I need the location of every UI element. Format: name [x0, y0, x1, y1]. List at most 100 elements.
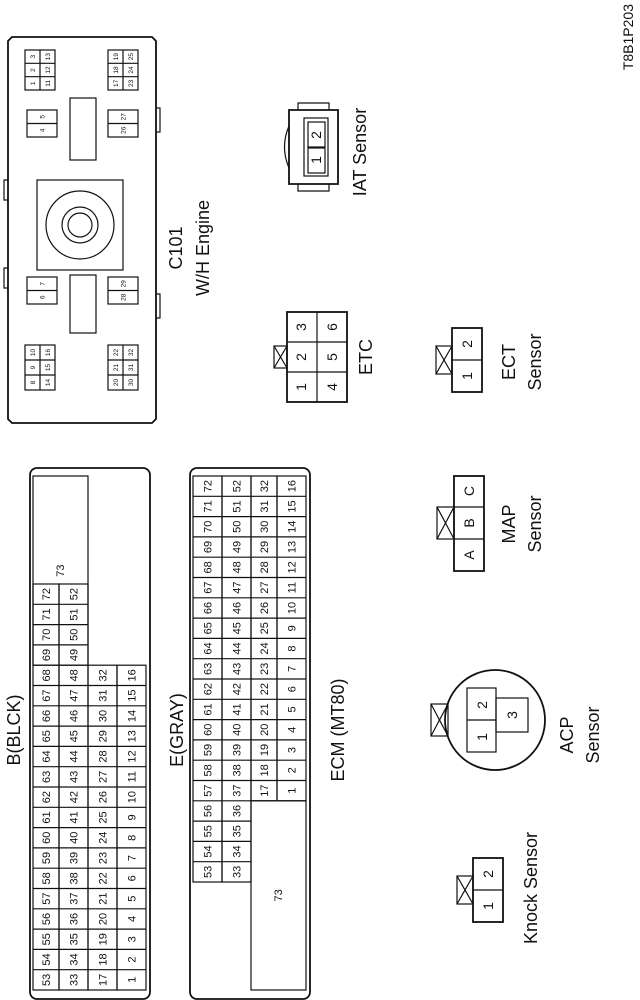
ecm-e-housing: [189, 467, 311, 1000]
ecm-b-pin-23: 23: [98, 852, 110, 864]
ecm-b-pin-42: 42: [69, 791, 81, 803]
ecm-e-pin-25: 25: [259, 622, 271, 634]
ecm-e-pin-49: 49: [232, 541, 244, 553]
c101-pin-15: 15: [45, 364, 52, 372]
ecm-b-pin-63: 63: [41, 771, 53, 783]
ecm-b-pin-44: 44: [69, 750, 81, 762]
map-pin-a: A: [461, 550, 477, 560]
map-pin-c: C: [461, 486, 477, 496]
acp-pin-3: 3: [504, 711, 520, 719]
ecm-e-pin-2: 2: [287, 767, 299, 773]
ecm-b-pin-30: 30: [98, 710, 110, 722]
ecm-b-pin-3: 3: [127, 936, 139, 942]
ecm-e-pin-36: 36: [232, 805, 244, 817]
ecm-e-pin-48: 48: [232, 561, 244, 573]
ecm-b-pin-58: 58: [41, 872, 53, 884]
ecm-e-pin-33: 33: [232, 866, 244, 878]
ecm-b-pin-38: 38: [69, 872, 81, 884]
ecm-b-pin-5: 5: [127, 896, 139, 902]
ecm-b-pin-41: 41: [69, 811, 81, 823]
ect-sensor-connector: 1 2 ECT Sensor: [435, 327, 545, 393]
ecm-b-housing: [29, 467, 151, 1000]
knock-sensor-connector: 1 2 Knock Sensor: [456, 832, 541, 944]
iat-label: IAT Sensor: [350, 108, 370, 196]
ecm-e-pin-35: 35: [232, 825, 244, 837]
ecm-b-pin-66: 66: [41, 710, 53, 722]
ecm-e-pin-54: 54: [203, 845, 215, 857]
ecm-e-pin-64: 64: [203, 642, 215, 654]
c101-pin-24: 24: [128, 66, 135, 74]
ecm-b-pin-4: 4: [127, 916, 139, 922]
c101-pin-1: 1: [30, 81, 37, 85]
ecm-b-pins: 1234567891011121314151617181920212223242…: [32, 475, 147, 991]
ecm-b-pin-16: 16: [127, 669, 139, 681]
ecm-b-pin-72: 72: [41, 588, 53, 600]
ecm-b-pin-6: 6: [127, 875, 139, 881]
knock-pin-2: 2: [480, 870, 496, 878]
ecm-e-pin-3: 3: [287, 747, 299, 753]
knock-pin-1: 1: [480, 902, 496, 910]
ecm-e-pin-52: 52: [232, 480, 244, 492]
acp-pin-2: 2: [474, 701, 490, 709]
c101-pin-25: 25: [128, 53, 135, 61]
ecm-e-pin-14: 14: [287, 521, 299, 533]
ecm-e-pin-43: 43: [232, 663, 244, 675]
ecm-e-pin-38: 38: [232, 764, 244, 776]
ecm-b-pin-64: 64: [41, 750, 53, 762]
acp-pin-1: 1: [474, 733, 490, 741]
ecm-e-pin-17: 17: [259, 785, 271, 797]
ecm-b-pin-55: 55: [41, 933, 53, 945]
ecm-e-pin-28: 28: [259, 561, 271, 573]
ecm-b-pin-13: 13: [127, 730, 139, 742]
ecm-b-pin-51: 51: [69, 608, 81, 620]
ecm-e-pin-55: 55: [203, 825, 215, 837]
c101-housing: [7, 36, 157, 424]
etc-pin-4: 4: [324, 383, 340, 391]
ecm-e-pin-71: 71: [203, 500, 215, 512]
ecm-b-pin-1: 1: [127, 977, 139, 983]
ecm-e-pin-7: 7: [287, 666, 299, 672]
c101-pin-14: 14: [45, 379, 52, 387]
c101-pin-2: 2: [30, 68, 37, 72]
ecm-b-pin-21: 21: [98, 893, 110, 905]
ecm-b-pin-47: 47: [69, 690, 81, 702]
ecm-b-pin-20: 20: [98, 913, 110, 925]
ecm-e-pin-30: 30: [259, 521, 271, 533]
ecm-e-pin-61: 61: [203, 703, 215, 715]
ecm-b-pin-18: 18: [98, 953, 110, 965]
ecm-e-pin-34: 34: [232, 845, 244, 857]
etc-pin-2: 2: [293, 353, 309, 361]
ecm-e-pin-12: 12: [287, 561, 299, 573]
map-pin-b: B: [461, 518, 477, 527]
ecm-e-pin-62: 62: [203, 683, 215, 695]
c101-pin-27: 27: [121, 113, 128, 121]
c101-pin-29: 29: [121, 280, 128, 288]
c101-guide-slot-bottom: [69, 274, 97, 334]
etc-label: ETC: [356, 339, 376, 375]
ecm-b-pin-27: 27: [98, 771, 110, 783]
ecm-e-pin-41: 41: [232, 703, 244, 715]
ecm-b-pin-43: 43: [69, 771, 81, 783]
ecm-b-pin-8: 8: [127, 835, 139, 841]
ecm-e-pin-46: 46: [232, 602, 244, 614]
ecm-b-pin-10: 10: [127, 791, 139, 803]
c101-subtitle: W/H Engine: [193, 200, 213, 296]
ecm-b-pin-73: 73: [55, 564, 67, 576]
ecm-b-pin-56: 56: [41, 913, 53, 925]
c101-pin-11: 11: [45, 80, 52, 87]
ecm-e-pin-50: 50: [232, 521, 244, 533]
ecm-e-pin-56: 56: [203, 805, 215, 817]
ecm-e-pin-6: 6: [287, 686, 299, 692]
ecm-e-pin-1: 1: [287, 788, 299, 794]
c101-pin-18: 18: [113, 66, 120, 74]
c101-pin-6: 6: [40, 295, 47, 299]
c101-pin-32: 32: [128, 349, 135, 357]
ecm-b-pin-32: 32: [98, 669, 110, 681]
ecm-e-pin-72: 72: [203, 480, 215, 492]
